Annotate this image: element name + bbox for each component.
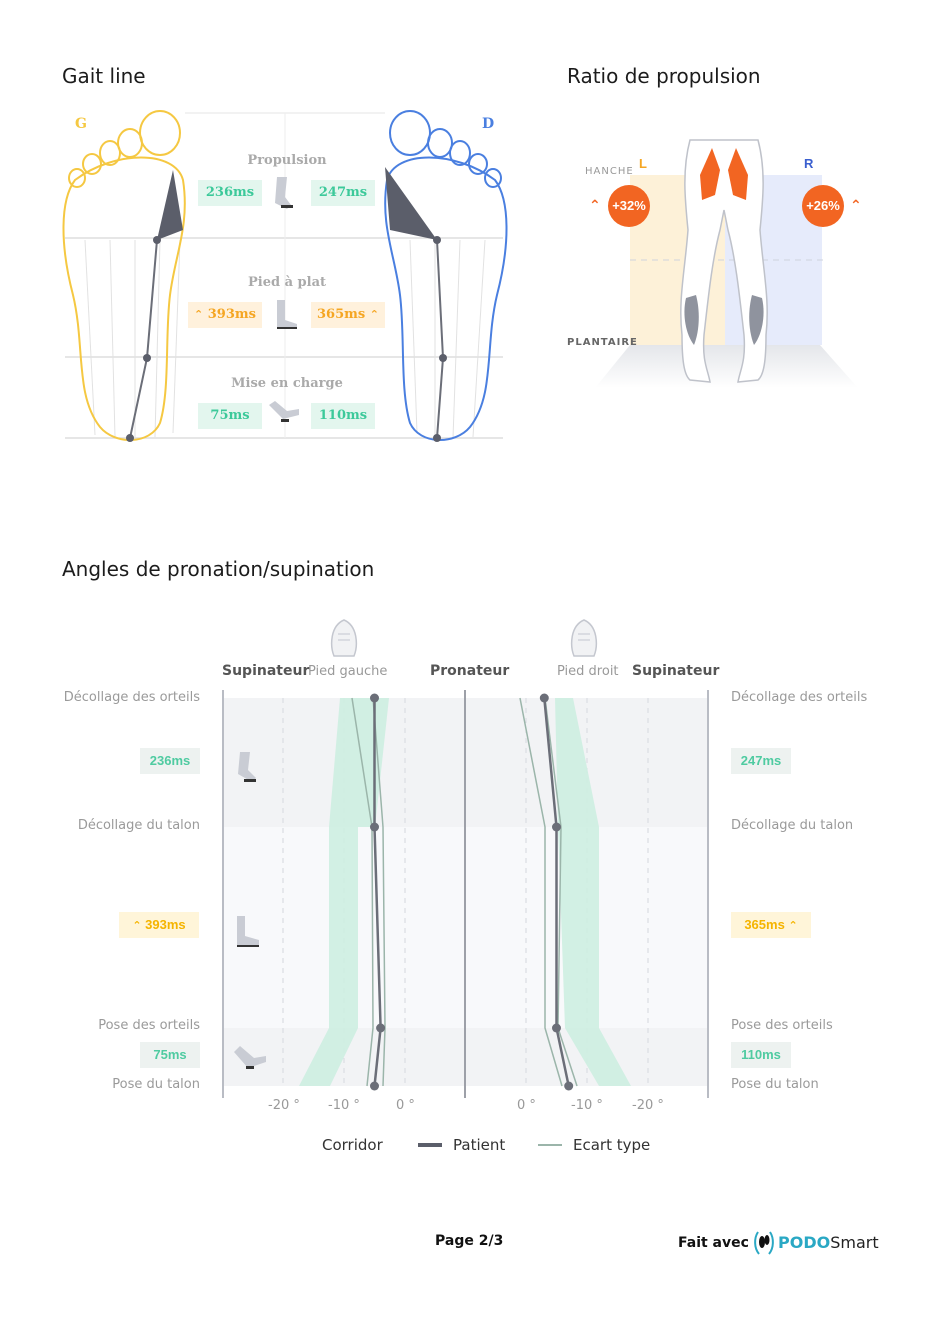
phase-loading-label: Mise en charge <box>231 376 343 391</box>
left-phase-toe-on: Pose des orteils <box>98 1018 200 1033</box>
left-phase-toe-off: Décollage des orteils <box>63 690 200 705</box>
right-loading-value: 110ms <box>311 403 375 429</box>
left-phase-heel-strike: Pose du talon <box>112 1077 200 1092</box>
gait-right-label: D <box>482 116 495 132</box>
legend-patient-swatch <box>418 1143 442 1147</box>
header-pronateur: Pronateur <box>430 663 510 679</box>
patient-point <box>552 1023 561 1033</box>
shoe-heel-icon <box>234 1046 266 1069</box>
header-right-foot: Pied droit <box>557 664 619 679</box>
header-left-supinateur: Supinateur <box>222 663 310 679</box>
right-ratio-badge: +26% <box>802 185 844 227</box>
right-tick-20: -20 ° <box>632 1098 664 1113</box>
patient-point <box>376 1023 386 1033</box>
left-foot-outline <box>62 110 186 441</box>
patient-point <box>370 1081 379 1091</box>
patient-point <box>564 1081 574 1091</box>
patient-point <box>552 822 561 832</box>
right-propulsion-value: 247ms <box>311 180 375 206</box>
left-duration-propulsion: 236ms <box>140 748 200 774</box>
brand-name: PODOSmart <box>778 1233 879 1252</box>
legend-ecart-swatch <box>538 1144 562 1146</box>
left-shoe-icon <box>330 619 358 657</box>
chevron-up-icon: ⌃ <box>589 197 601 213</box>
patient-line <box>543 697 570 1087</box>
shoe-heel-icon <box>269 401 299 422</box>
left-ratio-badge: +32% <box>608 185 650 227</box>
left-phase-heel-off: Décollage du talon <box>77 818 200 833</box>
patient-point <box>370 822 379 832</box>
ratio-left-label: L <box>639 156 647 171</box>
chevron-up-icon: ⌃ <box>132 919 142 932</box>
shoe-propulsion-icon <box>238 752 256 782</box>
chevron-up-icon: ⌃ <box>788 919 798 932</box>
left-propulsion-value: 236ms <box>198 180 262 206</box>
made-with-label: Fait avec <box>678 1235 749 1251</box>
chevron-up-icon: ⌃ <box>850 197 862 213</box>
gait-left-label: G <box>75 116 87 132</box>
right-phase-toe-off: Décollage des orteils <box>731 690 868 705</box>
patient-point <box>539 693 549 703</box>
chevron-up-icon: ⌃ <box>194 308 204 321</box>
shoe-flat-icon <box>277 300 297 329</box>
left-duration-flat: ⌃ 393ms <box>119 912 199 938</box>
left-duration-loading: 75ms <box>140 1042 200 1068</box>
header-left-foot: Pied gauche <box>308 664 388 679</box>
right-tick-0: 0 ° <box>517 1098 536 1113</box>
left-tick-10: -10 ° <box>328 1098 360 1113</box>
right-phase-toe-on: Pose des orteils <box>731 1018 833 1033</box>
left-loading-value: 75ms <box>198 403 262 429</box>
plantaire-label: PLANTAIRE <box>567 337 638 348</box>
shoe-flat-icon <box>237 916 259 947</box>
right-foot-outline <box>384 110 508 441</box>
legend-patient: Patient <box>453 1136 506 1154</box>
gait-line-diagram <box>62 110 508 442</box>
ratio-right-label: R <box>804 156 814 171</box>
propulsion-ratio-title: Ratio de propulsion <box>567 64 761 88</box>
right-duration-propulsion: 247ms <box>731 748 791 774</box>
legend-ecart: Ecart type <box>573 1136 651 1154</box>
right-shoe-icon <box>570 619 598 657</box>
right-duration-loading: 110ms <box>731 1042 791 1068</box>
pronation-chart <box>222 690 709 1098</box>
gait-line-title: Gait line <box>62 64 146 88</box>
phase-flat-label: Pied à plat <box>247 275 326 290</box>
hanche-label: HANCHE <box>585 166 634 177</box>
left-tick-20: -20 ° <box>268 1098 300 1113</box>
chevron-up-icon: ⌃ <box>369 308 379 321</box>
patient-line <box>373 698 382 1087</box>
header-right-supinateur: Supinateur <box>632 663 720 679</box>
right-phase-heel-off: Décollage du talon <box>731 818 854 833</box>
podosmart-logo-icon <box>754 1231 774 1255</box>
phase-propulsion-label: Propulsion <box>247 153 327 168</box>
right-duration-flat: 365ms ⌃ <box>731 912 811 938</box>
right-corridor <box>555 698 631 1086</box>
legend-corridor: Corridor <box>322 1136 383 1154</box>
right-phase-heel-strike: Pose du talon <box>731 1077 819 1092</box>
page-number: Page 2/3 <box>435 1233 504 1249</box>
left-flat-value: ⌃ 393ms <box>188 302 262 328</box>
right-tick-10: -10 ° <box>571 1098 603 1113</box>
left-tick-0: 0 ° <box>396 1098 415 1113</box>
right-flat-value: 365ms ⌃ <box>311 302 385 328</box>
shoe-propulsion-icon <box>275 177 293 209</box>
patient-point <box>370 693 379 703</box>
angles-title: Angles de pronation/supination <box>62 557 375 581</box>
